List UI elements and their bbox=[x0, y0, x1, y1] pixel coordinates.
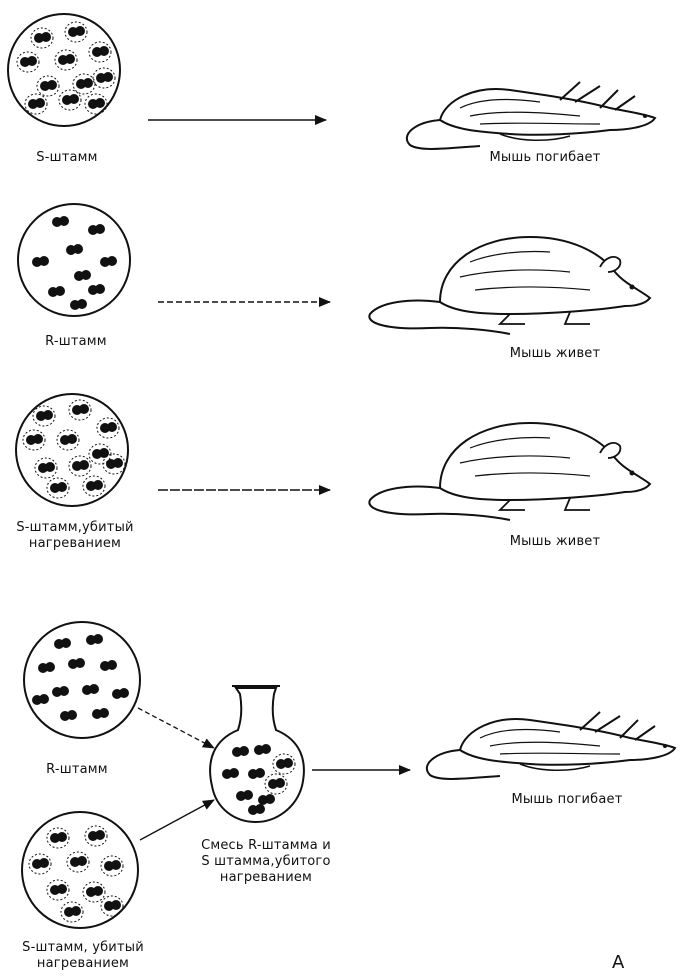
outcome-label-4: Мышь погибает bbox=[492, 792, 642, 808]
arrow-4a bbox=[138, 708, 214, 748]
mouse-alive-icon bbox=[369, 237, 650, 334]
mouse-alive-icon bbox=[369, 423, 650, 520]
mouse-dead-icon bbox=[427, 712, 675, 779]
dish-s-killed-mix bbox=[22, 812, 138, 928]
outcome-label-1: Мышь погибает bbox=[470, 150, 620, 166]
arrow-4b bbox=[140, 800, 214, 840]
dish-s-killed bbox=[16, 394, 128, 506]
dish-s-strain bbox=[8, 14, 120, 126]
flask-label: Смесь R-штамма и S штамма,убитого нагрев… bbox=[196, 838, 336, 886]
dish-r-strain-mix bbox=[24, 622, 140, 738]
outcome-label-3: Мышь живет bbox=[490, 534, 620, 550]
s-killed-label: S-штамм,убитый нагреванием bbox=[10, 520, 140, 552]
r-strain-mix-label: R-штамм bbox=[22, 762, 132, 778]
mouse-dead-icon bbox=[407, 82, 655, 149]
outcome-label-2: Мышь живет bbox=[490, 346, 620, 362]
dish-r-strain bbox=[18, 204, 130, 316]
figure-letter: А bbox=[612, 952, 624, 973]
s-killed-mix-label: S-штамм, убитый нагреванием bbox=[8, 940, 158, 972]
r-strain-label: R-штамм bbox=[26, 334, 126, 350]
flask-icon bbox=[210, 686, 304, 822]
s-strain-label: S-штамм bbox=[22, 150, 112, 166]
